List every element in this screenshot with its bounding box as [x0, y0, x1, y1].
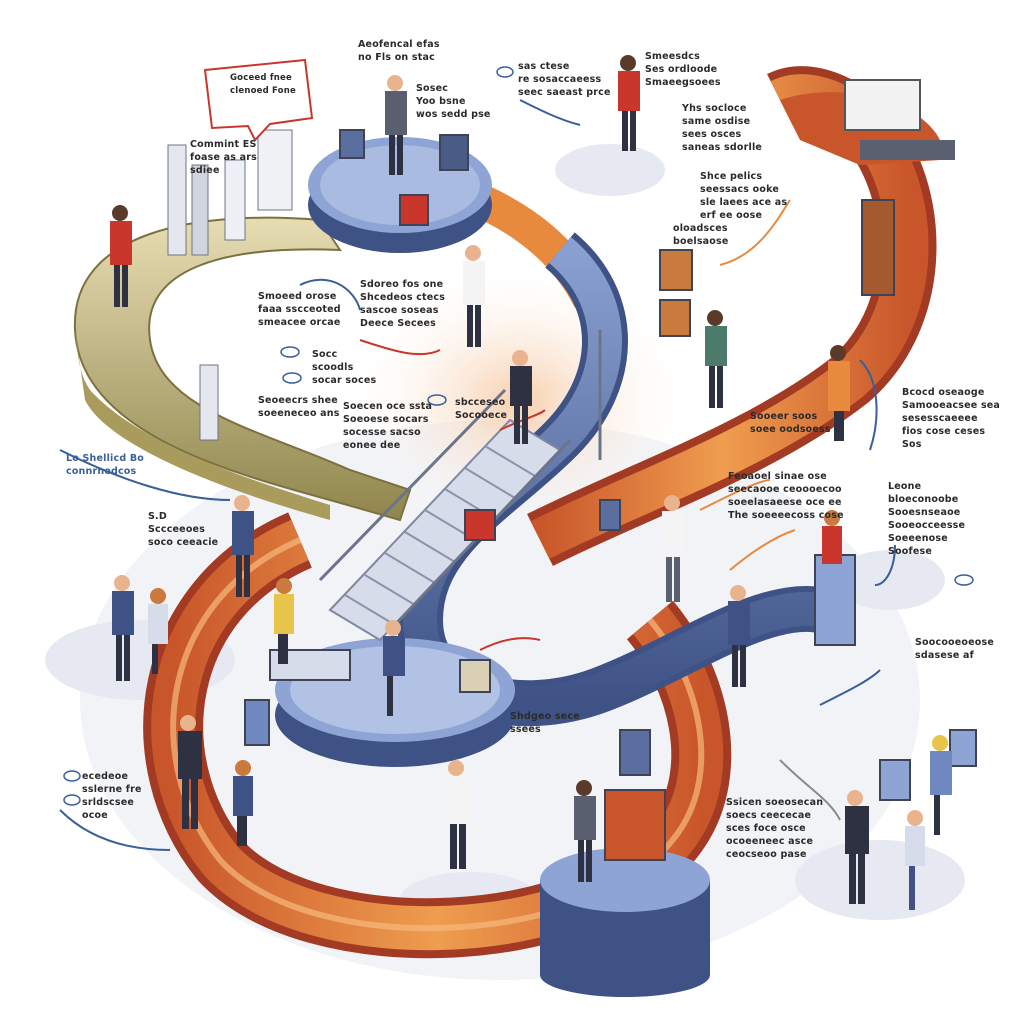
person — [828, 345, 850, 441]
label-left-top-note: Commint ES foase as ars sdiee — [190, 139, 257, 176]
staircase — [318, 330, 602, 642]
person — [385, 75, 407, 175]
label-left-bottom-note: ecedeoe sslerne fre srldscsee ocoe — [82, 771, 142, 821]
label-center-right-note: Feoaoel sinae ose seecaooe ceoooecoo soe… — [728, 471, 844, 521]
person — [232, 495, 254, 597]
person — [705, 310, 727, 408]
person — [383, 620, 405, 716]
label-mid-top-note: Sosec Yoo bsne wos sedd pse — [416, 83, 491, 120]
person — [178, 715, 202, 829]
label-top-center-note: Aeofencal efas no Fls on stac — [358, 39, 440, 63]
person — [446, 760, 470, 869]
flow-arrows — [59, 99, 896, 851]
label-left-note-4: S.D Sccceeoes soco ceeacie — [148, 511, 219, 548]
person — [110, 205, 132, 307]
person — [112, 575, 134, 681]
person — [728, 585, 750, 687]
person — [618, 55, 640, 151]
person — [274, 578, 294, 664]
person — [463, 245, 485, 347]
label-speech-bubble: Goceed fnee clenoed Fone — [230, 73, 296, 96]
label-right-center-note: Sooeer soos soee oodsoess — [750, 411, 831, 435]
label-center-note-1: Sdoreo fos one Shcedeos ctecs sascoe sos… — [360, 279, 446, 329]
person — [845, 790, 869, 904]
person — [148, 588, 168, 674]
label-left-note-3: Seoeecrs shee soeeneceo ans — [258, 395, 340, 419]
label-right-upper-note: Shce pelics seessacs ooke sle laees ace … — [700, 171, 788, 221]
bottom-blue-disc — [540, 848, 710, 997]
label-center-note-3b: sbcceseo Socooece — [455, 397, 508, 421]
label-center-bottom-note: Shdgeo sece ssees — [510, 711, 580, 735]
people — [110, 55, 952, 910]
label-center-note-2: Socc scoodls socar soces — [312, 349, 377, 386]
person — [233, 760, 253, 846]
label-left-edge-note: Lo Shellicd Bo connrnedcos — [66, 453, 145, 477]
label-top-right-note: Yhs socloce same osdise sees osces sanea… — [682, 103, 763, 153]
top-right-tube — [780, 79, 955, 165]
person — [905, 810, 925, 910]
label-right-mid-note: Bcocd oseaoge Samooeacsee sea sesesscaee… — [902, 387, 1001, 450]
orange-loop-bottom — [143, 512, 732, 959]
label-top-left-chip: sas ctese re sosaccaeess seec saeast prc… — [518, 61, 611, 98]
label-right-side-note: Leone bloeconoobe Sooesnseaoe Sooeoccees… — [888, 481, 966, 557]
label-right-side-note-2: Soocooeoeose sdasese af — [915, 637, 995, 661]
label-left-mid-note: Smoeed orose faaa sscceoted smeacee orca… — [258, 291, 341, 328]
blue-ribbon — [396, 232, 824, 727]
speech-bubble — [203, 58, 314, 142]
server-racks — [167, 129, 293, 441]
label-bottom-right-note: Ssicen soeosecan soecs ceececae sces foc… — [726, 797, 824, 860]
label-center-note-3: Soecen oce ssta Soeoese socars socesse s… — [343, 401, 433, 451]
devices — [244, 129, 977, 861]
person — [822, 510, 842, 564]
person — [930, 735, 952, 835]
label-icons — [63, 66, 974, 806]
label-right-upper-note-2: oloadsces boelsaose — [673, 223, 729, 247]
person — [510, 350, 532, 444]
person — [662, 495, 684, 602]
label-top-right-header: Smeesdcs Ses ordloode Smaeegsoees — [645, 51, 721, 88]
person — [574, 780, 596, 882]
